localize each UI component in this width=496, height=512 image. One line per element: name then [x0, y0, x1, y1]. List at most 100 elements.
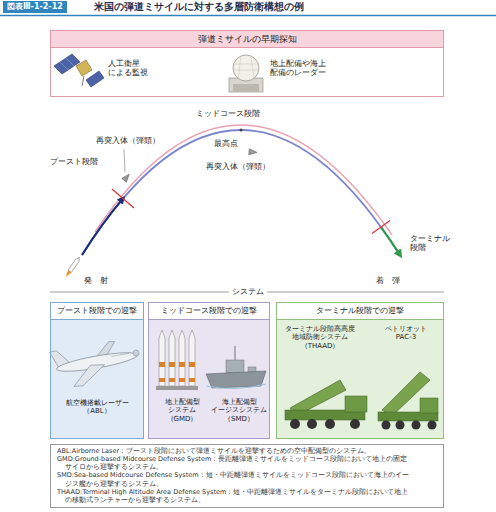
trajectory: [82, 125, 400, 255]
leader-line: [124, 149, 125, 172]
interceptor-missiles: [189, 330, 195, 386]
item-caption: 地上配備型 システム （GMD）: [163, 398, 201, 423]
phase-label: ターミナル 段階: [410, 234, 453, 252]
label-slot: 米国の弾道ミサイルに対する多層防衛構想の例: [94, 1, 304, 12]
label-slot: ブースト段階: [50, 157, 98, 166]
interceptor-missiles: [159, 378, 165, 382]
callout-label: 再突入体（弾頭）: [96, 136, 160, 145]
aircraft-illustration: [71, 363, 108, 388]
intercept-panel: ブースト段階での迎撃: [50, 302, 144, 439]
label-slot: ペトリオット PAC-3: [384, 325, 429, 342]
radar-illustration: [233, 56, 259, 80]
patriot-launcher: [428, 421, 437, 430]
phase-label: ミッドコース段階: [196, 109, 260, 118]
launch-missile: [64, 270, 71, 278]
launch-missile: [64, 256, 81, 278]
trajectory: [82, 130, 400, 255]
label-slot: 地上配備型 システム （GMD）: [163, 398, 201, 423]
patriot-launcher: [396, 421, 405, 430]
panel-fill: [148, 302, 270, 439]
trajectory: [112, 189, 134, 208]
warhead-icon: [249, 149, 257, 156]
trajectory: [372, 221, 390, 234]
panel-fill: [50, 302, 144, 439]
intercept-panel: ターミナル段階での迎撃: [276, 302, 444, 439]
satellite-illustration: [82, 76, 84, 86]
label-slot: 海上配備型 イージスシステム （SMD）: [210, 398, 269, 423]
interceptor-missiles: [169, 362, 175, 367]
trajectory: [239, 128, 242, 131]
figure-title: 米国の弾道ミサイルに対する多層防衛構想の例: [94, 1, 304, 12]
label-slot: 航空機搭載レーザー （ABL）: [64, 399, 130, 416]
label-slot: ミッドコース段階: [196, 109, 260, 118]
thaad-launcher: [307, 419, 317, 429]
patriot-launcher: [378, 412, 438, 421]
satellite-illustration: [76, 60, 92, 76]
item-caption: ターミナル段階高高度 地域防衛システム （THAAD）: [284, 325, 357, 350]
patriot-launcher: [378, 372, 438, 430]
phase-label: ブースト段階: [50, 157, 98, 166]
satellite-illustration: [54, 54, 104, 87]
label-slot: ターミナル 段階: [410, 234, 453, 252]
callout-label: 再突入体（弾頭）: [206, 162, 270, 171]
interceptor-missiles: [189, 378, 195, 382]
label-slot: 人工衛星 による監視: [108, 59, 151, 77]
interceptor-missiles: [189, 362, 195, 367]
patriot-launcher: [420, 398, 438, 413]
label-slot: ターミナル段階高高度 地域防衛システム （THAAD）: [284, 325, 357, 350]
ship-illustration: [206, 371, 266, 388]
aircraft-illustration: [50, 337, 143, 391]
note-text: GMD:Ground-based Midcourse Defense Syste…: [55, 455, 439, 471]
interceptor-missiles: [179, 362, 185, 367]
satellite-illustration: [60, 62, 68, 70]
thaad-launcher: [290, 419, 300, 429]
item-caption: 航空機搭載レーザー （ABL）: [64, 399, 130, 416]
patriot-launcher: [412, 421, 421, 430]
warhead-icon: [249, 149, 257, 156]
interceptor-missiles: [169, 378, 175, 382]
item-caption: 地上配備や海上 配備のレーダー: [270, 59, 329, 77]
label-slot: 発 射: [84, 276, 108, 285]
satellite-illustration: [66, 58, 74, 66]
label-slot: 再突入体（弾頭）: [206, 162, 270, 171]
interceptor-missiles: [159, 330, 165, 386]
satellite-illustration: [86, 71, 104, 87]
trajectory: [381, 227, 400, 255]
launch-missile: [68, 256, 81, 272]
warhead-icon: [122, 172, 132, 182]
interceptor-missiles: [179, 330, 185, 386]
satellite-illustration: [54, 54, 80, 74]
ship-illustration: [235, 346, 236, 360]
label-slot: 着 弾: [376, 276, 400, 285]
interceptor-missiles: [179, 378, 185, 382]
interceptor-missiles: [156, 330, 198, 390]
aircraft-illustration: [111, 353, 129, 356]
interceptor-missiles: [169, 330, 175, 386]
note-text: SMD:Sea-based Midcourse Defense System：短…: [55, 471, 439, 487]
thaad-launcher: [325, 419, 335, 429]
panel-fill: [50, 30, 444, 97]
thaad-launcher: [350, 419, 360, 429]
point-label: 発 射: [84, 276, 108, 285]
notes-box: ABL:Airborne Laser：ブースト段階において弾道ミサイルを迎撃する…: [50, 444, 444, 508]
panel-heading: ミッドコース段階での迎撃: [149, 303, 269, 320]
panel-heading: 弾道ミサイルの早期探知: [51, 31, 443, 48]
thaad-launcher: [285, 380, 367, 429]
interceptor-missiles: [156, 386, 198, 390]
radar-illustration: [233, 84, 259, 92]
point-label: 着 弾: [376, 276, 400, 285]
patriot-launcher: [382, 421, 391, 430]
callout-label: 最高点: [214, 139, 238, 148]
axis-label: システム: [229, 287, 267, 296]
panel-heading: ターミナル段階での迎撃: [277, 303, 443, 320]
figure-number: 図表Ⅲ-1-2-12: [3, 1, 67, 13]
radar-illustration: [229, 55, 263, 92]
label-slot: 再突入体（弾頭）: [96, 136, 160, 145]
note-text: ABL:Airborne Laser：ブースト段階において弾道ミサイルを迎撃する…: [55, 447, 439, 455]
label-slot: 地上配備や海上 配備のレーダー: [270, 59, 329, 77]
ship-illustration: [206, 384, 266, 389]
header-rule: [0, 15, 496, 17]
label-slot: 図表Ⅲ-1-2-12: [3, 1, 67, 13]
